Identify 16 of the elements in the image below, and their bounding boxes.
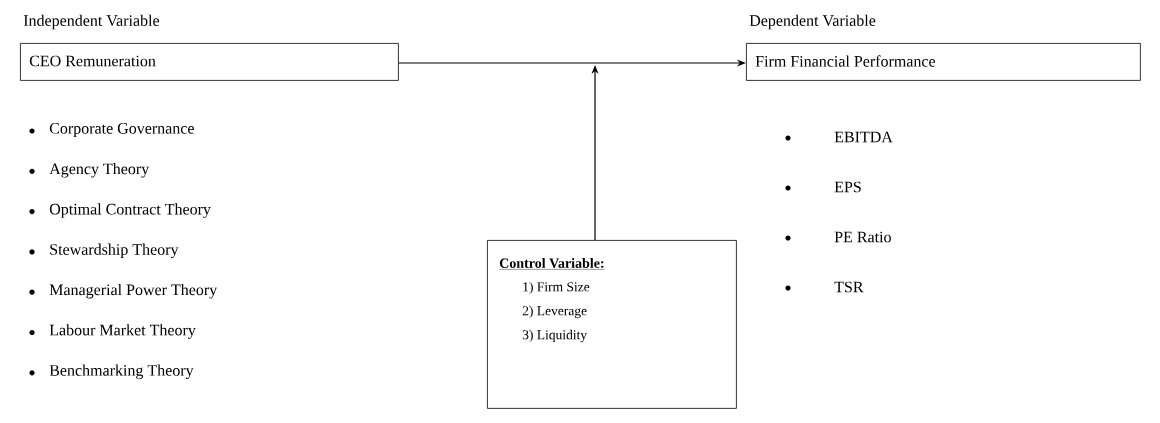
bullet-item: TSR xyxy=(785,281,864,293)
variable-box: CEO Remuneration xyxy=(20,43,399,81)
control-box: Control Variable: 1) Firm Size 2) Leverage 3) Liquidity xyxy=(487,240,737,409)
bullet-item: Agency Theory xyxy=(29,163,150,178)
bullet-item: Managerial Power Theory xyxy=(29,283,218,299)
variable-box: Firm Financial Performance xyxy=(746,43,1141,81)
bullet-item: PE Ratio xyxy=(785,231,891,243)
bullet-item: Optimal Contract Theory xyxy=(29,203,211,218)
bullet-item: Benchmarking Theory xyxy=(29,364,194,380)
bullet-item: Labour Market Theory xyxy=(29,324,196,339)
bullet-item: Stewardship Theory xyxy=(29,243,179,259)
bullet-item: EBITDA xyxy=(785,131,893,143)
bullet-item: Corporate Governance xyxy=(29,123,194,137)
bullet-item: EPS xyxy=(785,181,861,193)
heading: Independent Variable xyxy=(23,14,160,30)
heading: Dependent Variable xyxy=(749,14,876,30)
